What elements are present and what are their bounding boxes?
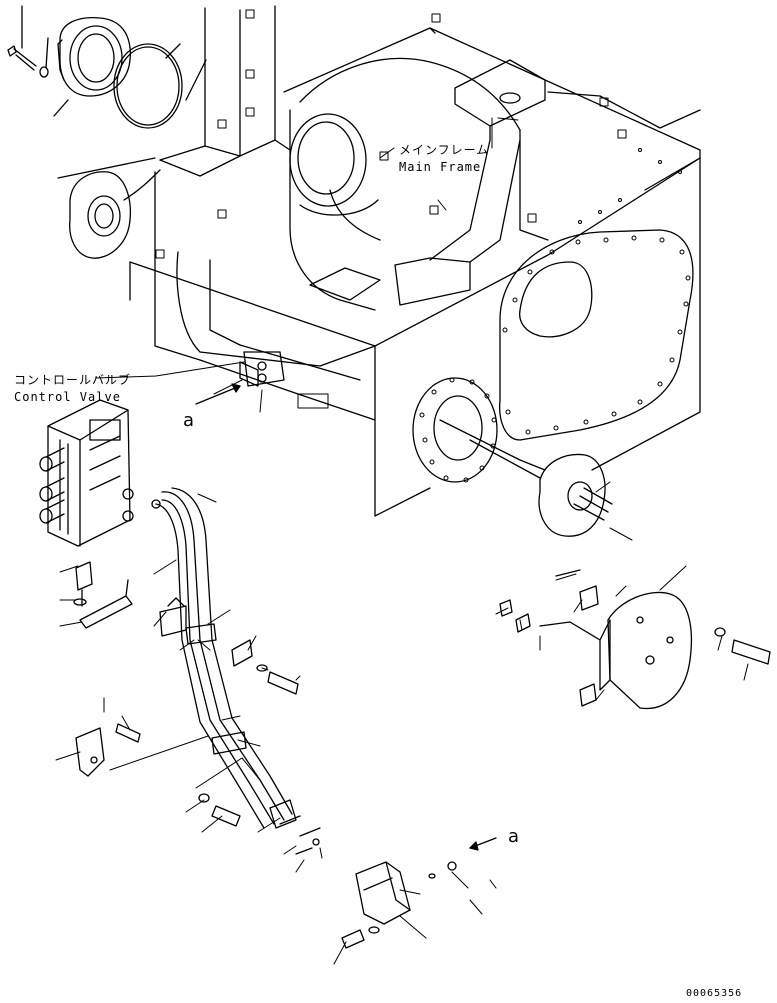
lower-bracket [295,827,457,949]
view-ref-a-left: a [183,410,195,431]
leader-lines [55,117,749,965]
control-valve [39,351,285,547]
view-arrows [195,383,497,851]
control-valve-label-jp: コントロールバルブ [14,373,132,387]
left-flange [57,157,161,259]
brackets-left [73,561,299,827]
right-flange [439,419,613,537]
main-frame-label-en: Main Frame [399,160,482,174]
hose-assembly [155,487,301,829]
control-valve-label-en: Control Valve [14,390,121,404]
main-frame [129,5,701,517]
view-ref-a-right: a [508,826,520,847]
main-frame-label-jp: メインフレーム [399,143,490,157]
drawing-number: 00065356 [686,988,743,999]
bearing-cap-assembly [7,5,207,129]
